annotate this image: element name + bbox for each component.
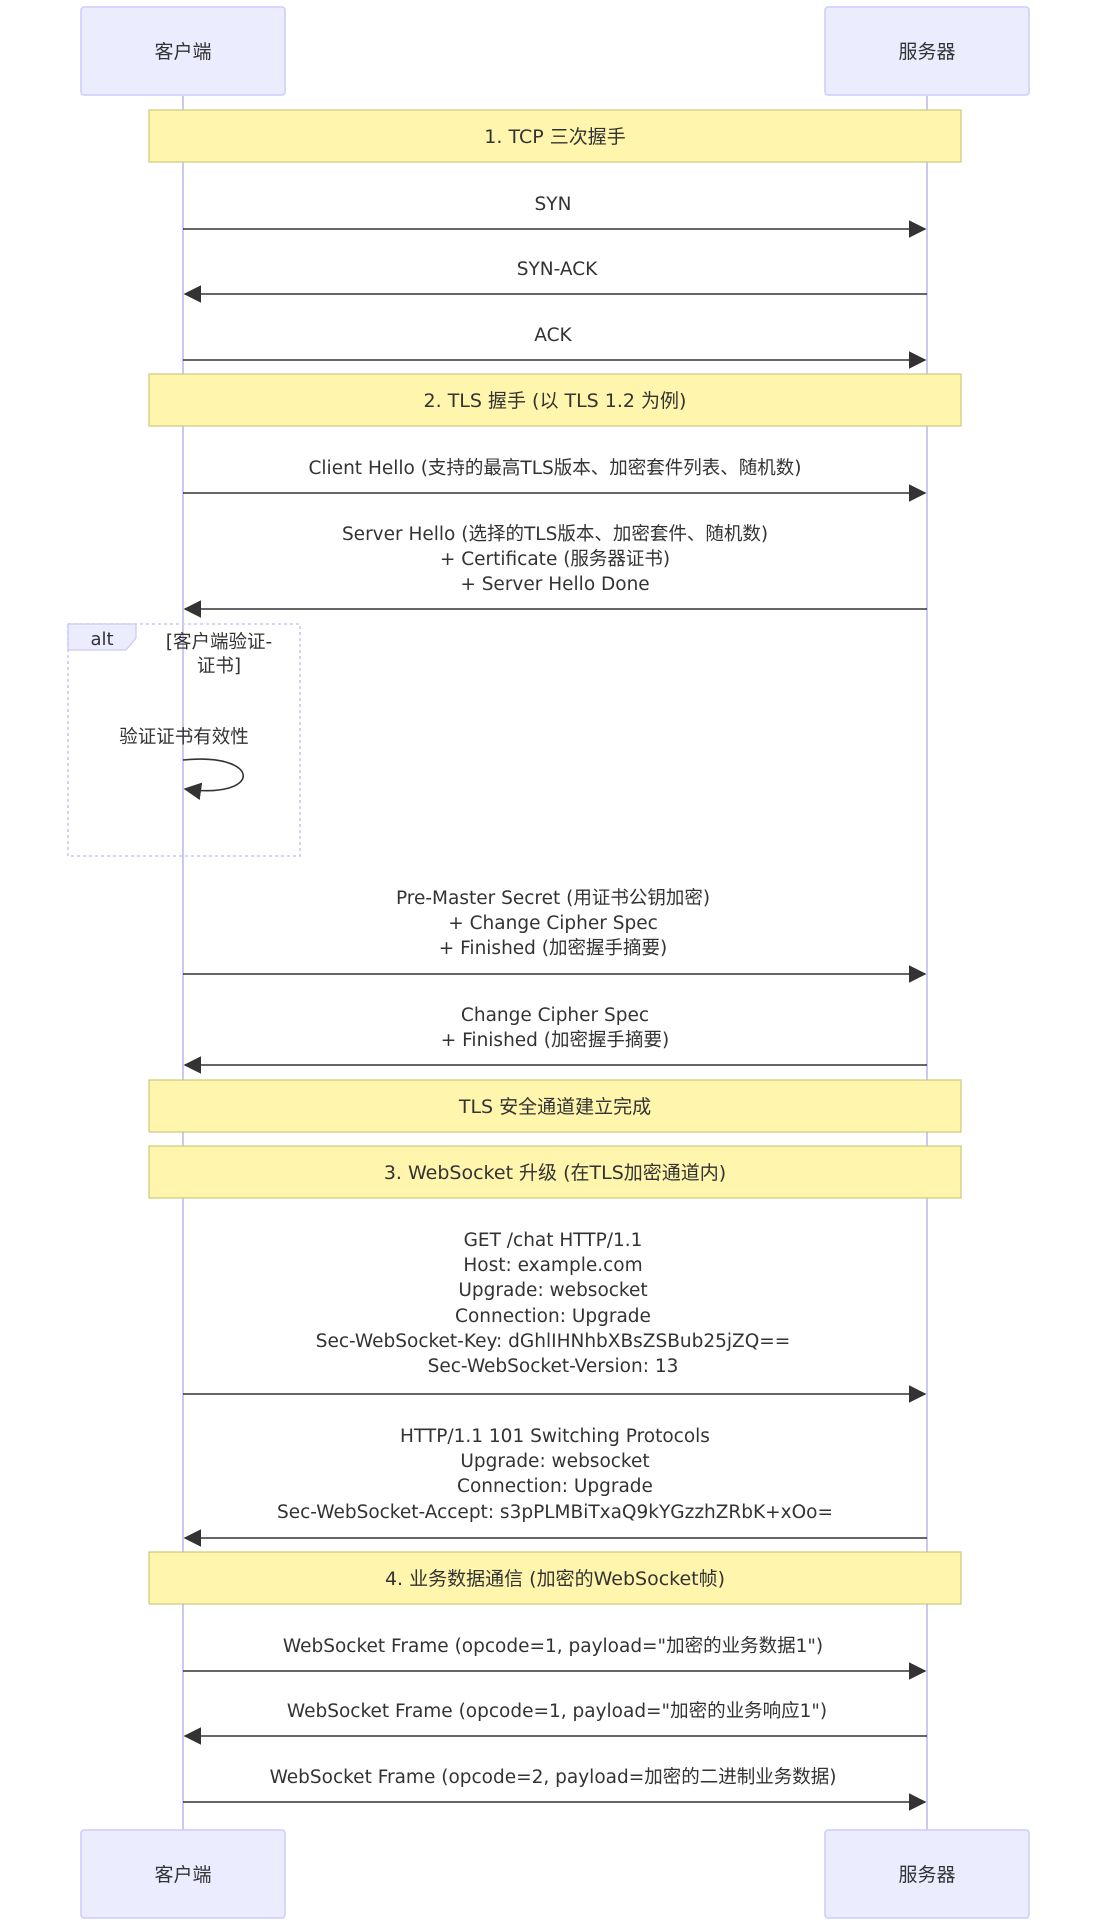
message-verify-cert-arrow: [182, 758, 244, 800]
alt-frame-label: alt: [90, 629, 113, 650]
message-pre-master-line-2: + Change Cipher Spec: [448, 913, 658, 934]
client-actor-bottom-label: 客户端: [154, 1864, 211, 1886]
alt-frame-tab: [67, 623, 137, 651]
message-ws-response-line-1: HTTP/1.1 101 Switching Protocols: [400, 1426, 710, 1447]
note-tls: 2. TLS 握手 (以 TLS 1.2 为例): [148, 373, 962, 427]
message-pre-master: Pre-Master Secret (用证书公钥加密) + Change Cip…: [183, 888, 927, 983]
message-ack: ACK: [183, 325, 927, 369]
note-tls-done-text: TLS 安全通道建立完成: [458, 1096, 651, 1118]
message-frame-1: WebSocket Frame (opcode=1, payload="加密的业…: [183, 1636, 927, 1680]
message-ws-request-line-6: Sec-WebSocket-Version: 13: [428, 1356, 679, 1377]
message-ws-request-line-4: Connection: Upgrade: [455, 1306, 651, 1327]
note-tls-done: TLS 安全通道建立完成: [148, 1079, 962, 1133]
message-server-hello-line-1: Server Hello (选择的TLS版本、加密套件、随机数): [342, 524, 768, 545]
client-actor-top: 客户端: [80, 6, 286, 96]
message-change-cipher: Change Cipher Spec + Finished (加密握手摘要): [183, 1005, 927, 1074]
message-ws-request-line-2: Host: example.com: [463, 1255, 642, 1276]
server-actor-label: 服务器: [898, 41, 955, 63]
message-ws-response-line-2: Upgrade: websocket: [460, 1451, 649, 1472]
server-actor-top: 服务器: [824, 6, 1030, 96]
message-ws-request-line-5: Sec-WebSocket-Key: dGhlIHNhbXBsZSBub25jZ…: [316, 1331, 791, 1352]
message-ws-response-line-3: Connection: Upgrade: [457, 1476, 653, 1497]
note-tcp: 1. TCP 三次握手: [148, 109, 962, 163]
message-pre-master-line-1: Pre-Master Secret (用证书公钥加密): [396, 888, 710, 909]
alt-frame-border: [67, 623, 301, 857]
message-client-hello-label: Client Hello (支持的最高TLS版本、加密套件列表、随机数): [309, 458, 802, 479]
message-ws-request-line-1: GET /chat HTTP/1.1: [464, 1230, 643, 1251]
message-ws-response-line-4: Sec-WebSocket-Accept: s3pPLMBiTxaQ9kYGzz…: [277, 1502, 833, 1523]
message-frame-3-label: WebSocket Frame (opcode=2, payload=加密的二进…: [270, 1767, 837, 1788]
message-change-cipher-line-1: Change Cipher Spec: [461, 1005, 649, 1026]
message-ws-request-line-3: Upgrade: websocket: [458, 1280, 647, 1301]
message-verify-cert-label: 验证证书有效性: [119, 727, 249, 748]
note-tls-text: 2. TLS 握手 (以 TLS 1.2 为例): [424, 390, 687, 412]
message-ack-label: ACK: [534, 325, 572, 346]
message-pre-master-line-3: + Finished (加密握手摘要): [439, 938, 668, 959]
message-server-hello-line-2: + Certificate (服务器证书): [440, 549, 670, 570]
message-frame-1-label: WebSocket Frame (opcode=1, payload="加密的业…: [283, 1636, 823, 1657]
message-change-cipher-line-2: + Finished (加密握手摘要): [441, 1030, 670, 1051]
message-syn-label: SYN: [535, 194, 572, 215]
message-ws-request: GET /chat HTTP/1.1 Host: example.com Upg…: [183, 1230, 927, 1403]
message-syn-ack: SYN-ACK: [183, 259, 927, 303]
message-server-hello: Server Hello (选择的TLS版本、加密套件、随机数) + Certi…: [183, 524, 927, 618]
alt-condition-line-2: 证书]: [197, 656, 241, 677]
client-actor-label: 客户端: [154, 41, 211, 63]
note-data-text: 4. 业务数据通信 (加密的WebSocket帧): [385, 1568, 725, 1590]
server-actor-bottom-label: 服务器: [898, 1864, 955, 1886]
note-ws-upgrade-text: 3. WebSocket 升级 (在TLS加密通道内): [384, 1162, 726, 1184]
message-server-hello-line-3: + Server Hello Done: [460, 574, 649, 595]
message-client-hello: Client Hello (支持的最高TLS版本、加密套件列表、随机数): [183, 458, 927, 502]
client-actor-bottom: 客户端: [80, 1829, 286, 1919]
message-syn: SYN: [183, 194, 927, 238]
message-frame-3: WebSocket Frame (opcode=2, payload=加密的二进…: [183, 1767, 927, 1811]
alt-frame: alt [客户端验证- 证书] 验证证书有效性: [67, 623, 301, 857]
message-frame-2: WebSocket Frame (opcode=1, payload="加密的业…: [183, 1701, 927, 1745]
note-ws-upgrade: 3. WebSocket 升级 (在TLS加密通道内): [148, 1145, 962, 1199]
alt-condition-line-1: [客户端验证-: [166, 632, 272, 653]
note-data: 4. 业务数据通信 (加密的WebSocket帧): [148, 1551, 962, 1605]
message-frame-2-label: WebSocket Frame (opcode=1, payload="加密的业…: [287, 1701, 827, 1722]
message-ws-response: HTTP/1.1 101 Switching Protocols Upgrade…: [183, 1426, 927, 1547]
note-tcp-text: 1. TCP 三次握手: [484, 126, 625, 148]
server-actor-bottom: 服务器: [824, 1829, 1030, 1919]
message-syn-ack-label: SYN-ACK: [517, 259, 598, 280]
